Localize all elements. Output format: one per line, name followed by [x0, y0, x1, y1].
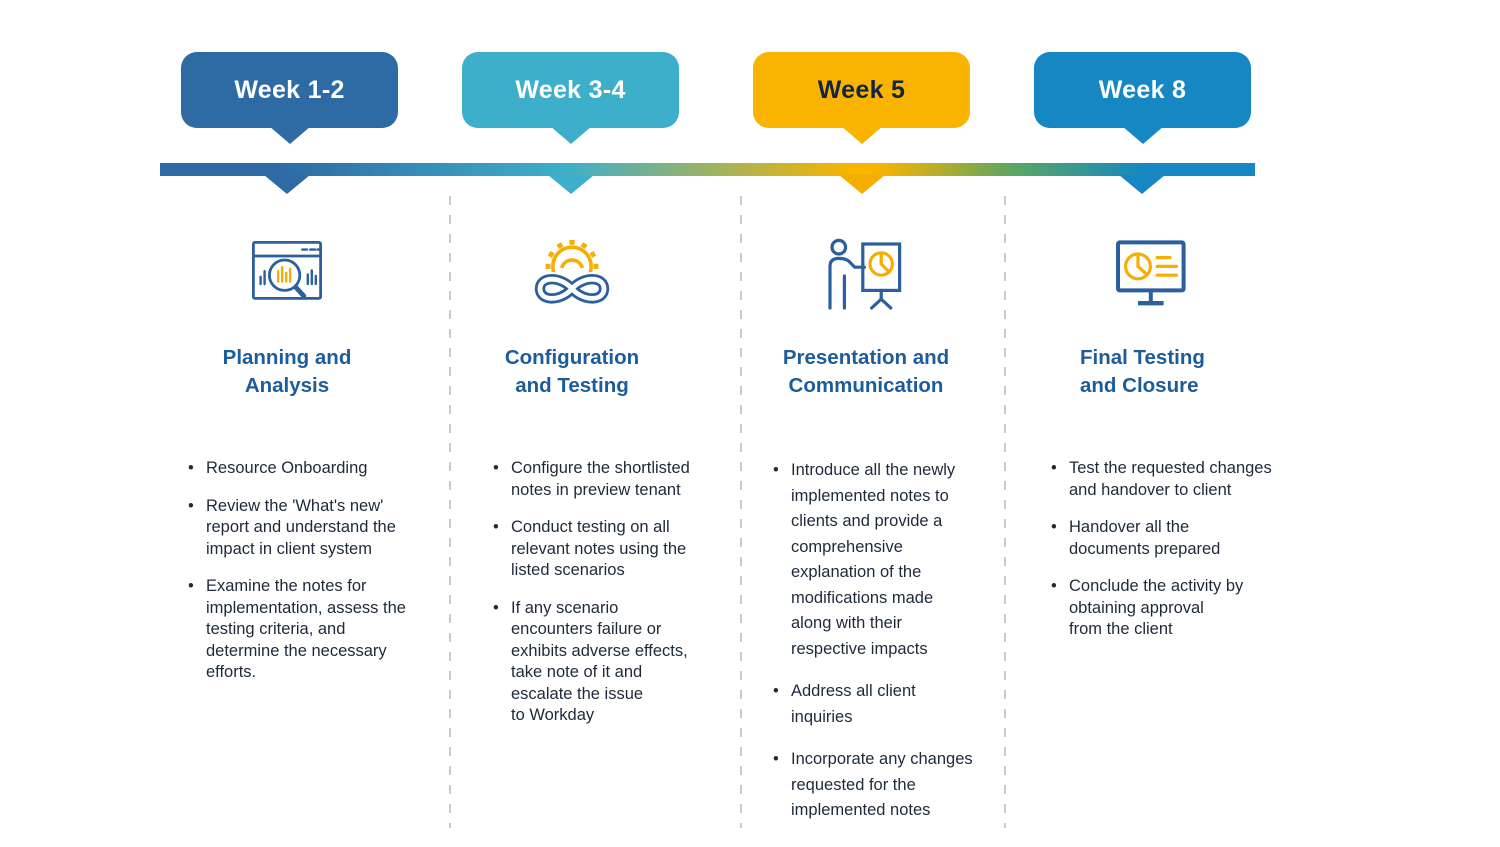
bullet-dot: • [493, 518, 499, 536]
devops-gear-infinity-icon [524, 233, 620, 319]
timeline-marker-4 [1119, 175, 1165, 194]
bullet-item: •Conclude the activity by obtaining appr… [1051, 576, 1315, 641]
phase-title-line: Presentation and [782, 346, 950, 369]
bullet-dot: • [1051, 459, 1057, 477]
phase-title-presentation: Presentation and Communication [741, 344, 991, 400]
bullet-item: •Configure the shortlisted notes in prev… [493, 458, 747, 501]
timeline-marker-2 [548, 175, 594, 194]
phase-bullets-presentation: •Introduce all the newly implemented not… [773, 458, 1015, 841]
column-separator [449, 196, 451, 828]
bullet-item: •If any scenario encounters failure or e… [493, 598, 747, 727]
phase-title-line: Final Testing [1080, 346, 1205, 369]
week-badge-2: Week 3-4 [462, 52, 679, 144]
bullet-dot: • [493, 459, 499, 477]
week-badge-label: Week 8 [1098, 75, 1187, 104]
bullet-dot: • [188, 577, 194, 595]
week-badge-3: Week 5 [753, 52, 970, 144]
week-badge-label: Week 3-4 [515, 75, 626, 104]
phase-title-line: and Closure [1080, 374, 1199, 397]
bullet-dot: • [773, 750, 779, 768]
badge-tail [268, 126, 311, 144]
phase-title-line: and Testing [515, 374, 629, 397]
bullet-item: •Examine the notes for implementation, a… [188, 576, 452, 684]
phase-title-configuration: Configuration and Testing [447, 344, 697, 400]
timeline-bar [160, 163, 1255, 176]
column-separator [740, 196, 742, 828]
bullet-item: •Introduce all the newly implemented not… [773, 458, 1015, 662]
bullet-dot: • [1051, 518, 1057, 536]
bullet-dot: • [773, 682, 779, 700]
bullet-item: •Resource Onboarding [188, 458, 452, 480]
bullet-dot: • [493, 598, 499, 617]
timeline-marker-3 [839, 175, 885, 194]
phase-title-line: Configuration [504, 346, 640, 369]
week-badge-4: Week 8 [1034, 52, 1251, 144]
phase-title-planning: Planning and Analysis [162, 344, 412, 400]
bullet-dot: • [188, 496, 194, 515]
week-badge-1: Week 1-2 [181, 52, 398, 144]
phase-title-line: Analysis [244, 374, 330, 397]
bullet-item: •Handover all the documents prepared [1051, 517, 1315, 560]
phase-title-line: Planning and [222, 346, 352, 369]
report-monitor-icon [1102, 233, 1198, 319]
bullet-dot: • [1051, 577, 1057, 595]
badge-tail [549, 126, 592, 144]
bullet-item: •Test the requested changes and handover… [1051, 458, 1315, 501]
bullet-item: •Incorporate any changes requested for t… [773, 747, 1015, 824]
phase-title-final-testing: Final Testing and Closure [1080, 344, 1310, 400]
bullet-item: •Conduct testing on all relevant notes u… [493, 517, 747, 582]
bullet-dot: • [773, 461, 779, 479]
phase-bullets-planning: •Resource Onboarding •Review the 'What's… [188, 458, 452, 700]
column-separator [1004, 196, 1006, 828]
phase-bullets-configuration: •Configure the shortlisted notes in prev… [493, 458, 747, 743]
presentation-board-icon [818, 233, 914, 319]
timeline-marker-1 [264, 175, 310, 194]
bullet-item: •Review the 'What's new' report and unde… [188, 496, 452, 561]
badge-tail [1121, 126, 1164, 144]
phase-bullets-final-testing: •Test the requested changes and handover… [1051, 458, 1315, 657]
analysis-magnifier-icon [239, 233, 335, 319]
bullet-item: •Address all client inquiries [773, 679, 1015, 730]
week-badge-label: Week 1-2 [234, 75, 345, 104]
bullet-dot: • [188, 459, 194, 477]
phase-title-line: Communication [788, 374, 944, 397]
badge-tail [840, 126, 883, 144]
week-badge-label: Week 5 [817, 75, 906, 104]
